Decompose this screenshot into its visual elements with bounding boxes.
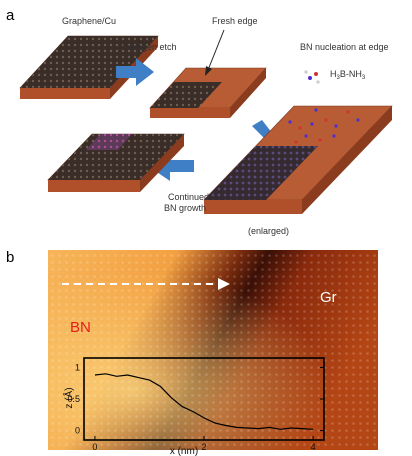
x-ticks: 0 2 4 — [92, 436, 316, 452]
fresh-edge-pointer — [207, 29, 225, 71]
y-tick-label-0: 0 — [75, 426, 80, 436]
continued-growth-line2: BN growth — [164, 203, 206, 213]
enlarged-label: (enlarged) — [248, 226, 289, 236]
scan-arrow-head — [218, 278, 230, 290]
bn-label: BN — [70, 319, 91, 336]
graphene-cu-label: Graphene/Cu — [62, 16, 116, 26]
bn-nucleation-label: BN nucleation at edge — [300, 42, 389, 52]
stm-image — [48, 250, 378, 450]
slab-fresh-edge — [149, 67, 267, 118]
gr-label: Gr — [320, 289, 337, 306]
fresh-edge-label: Fresh edge — [212, 16, 258, 26]
panel-b-label: b — [6, 249, 14, 266]
x-tick-label-1: 2 — [201, 442, 206, 452]
hydrogen-etch-label: Hydrogen etch — [118, 42, 177, 52]
precursor-molecule-icon — [304, 70, 320, 84]
continued-growth-line1: Continued — [168, 192, 209, 202]
hydrogen-etch-arrow — [116, 58, 154, 86]
y-ticks: 00.51 — [67, 362, 324, 436]
panel-a-label: a — [6, 7, 15, 24]
fresh-edge-pointer-head — [205, 66, 212, 76]
x-tick-label-0: 0 — [92, 442, 97, 452]
x-axis-label: x (nm) — [170, 446, 198, 456]
y-tick-label-2: 1 — [75, 362, 80, 372]
slab-continued-growth — [47, 133, 185, 192]
y-tick-label-1: 0.5 — [67, 394, 80, 404]
panel-a: a Graphene/Cu Fresh edge Hydrogen etch — [6, 7, 393, 236]
y-axis-label: z (Å) — [62, 387, 75, 408]
x-tick-label-2: 4 — [311, 442, 316, 452]
precursor-label: H3B-NH3 — [330, 69, 366, 81]
profile-series-line — [94, 373, 314, 430]
slab-enlarged — [203, 105, 393, 214]
